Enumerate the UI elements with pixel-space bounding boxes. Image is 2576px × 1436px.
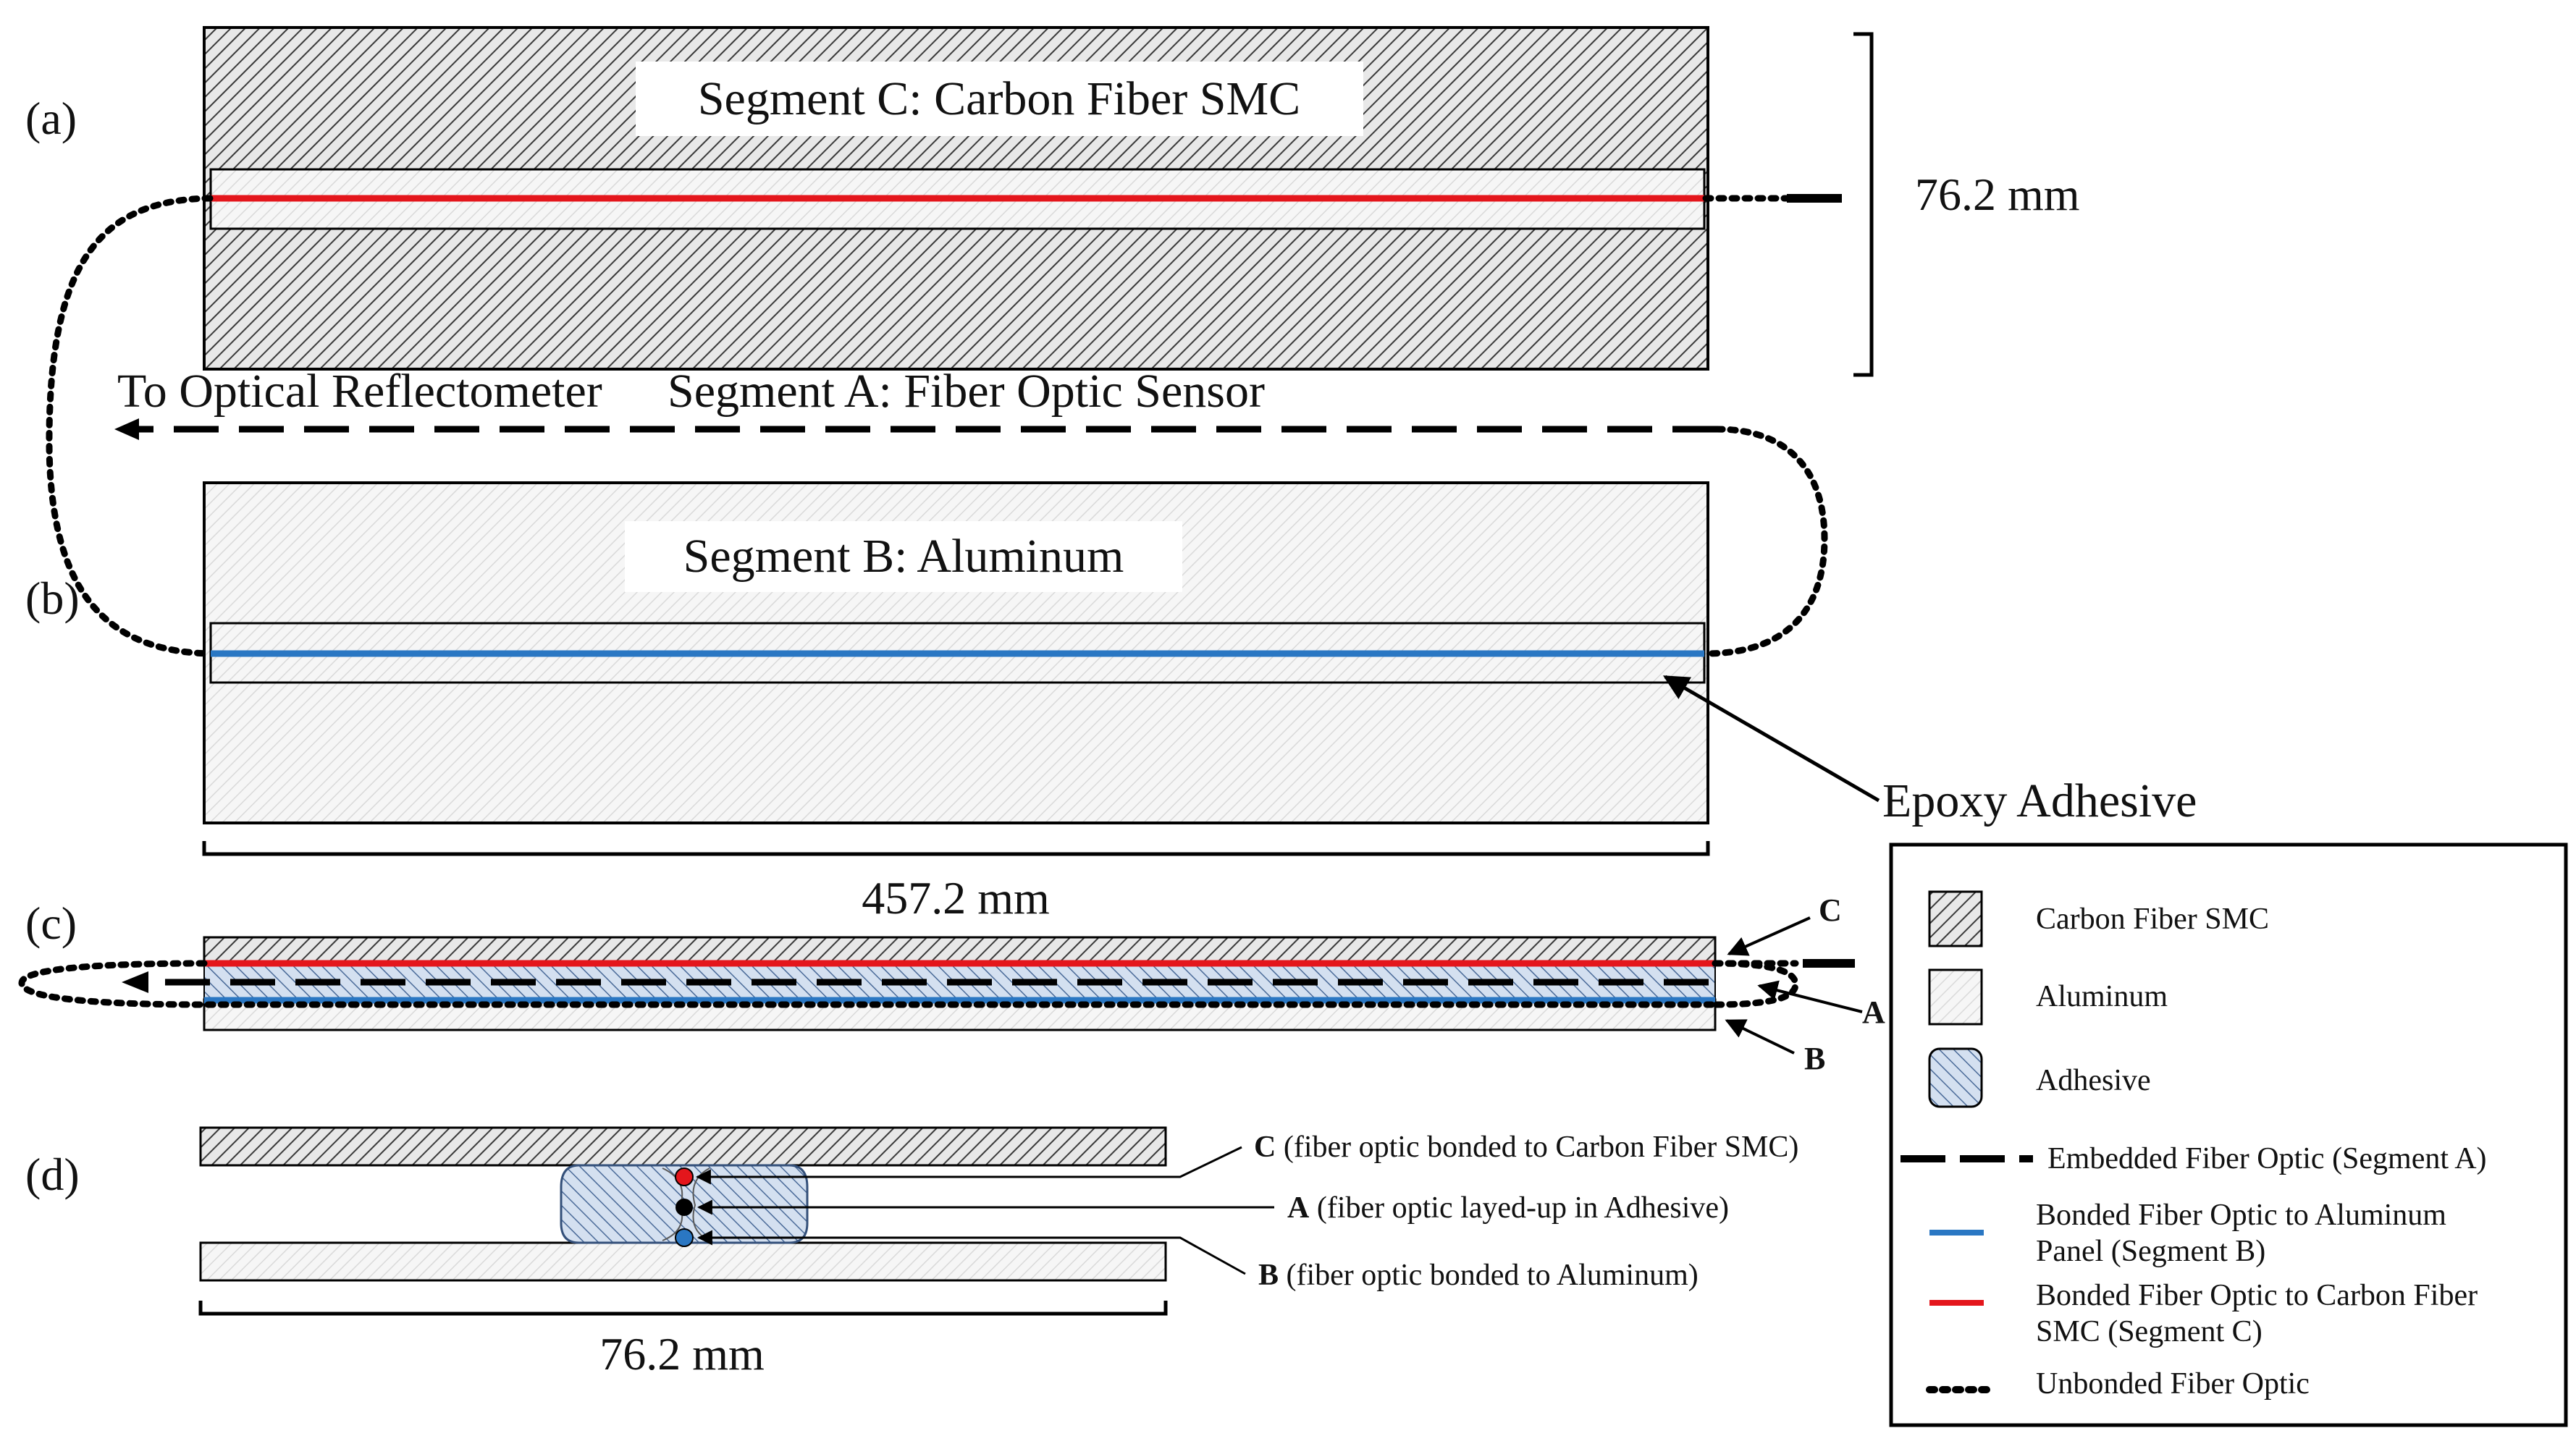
legend-label-adhesive: Adhesive xyxy=(2036,1064,2151,1097)
detail-fiber-b-blue xyxy=(675,1228,694,1247)
cross-section-label-c: C xyxy=(1819,892,1842,928)
legend: Carbon Fiber SMC Aluminum Adhesive Embed… xyxy=(1889,842,2568,1427)
cross-section-leader-c xyxy=(1727,916,1811,956)
width-bracket xyxy=(198,1301,1168,1316)
epoxy-leader-line xyxy=(1662,675,1880,803)
segment-b-label: Segment B: Aluminum xyxy=(683,530,1124,583)
panel-label-a: (a) xyxy=(25,93,77,144)
panel-label-c: (c) xyxy=(25,898,77,949)
height-dimension: 76.2 mm xyxy=(1915,169,2080,220)
unbonded-fiber-loop-left xyxy=(46,195,214,657)
detail-fiber-a-black xyxy=(675,1199,693,1216)
detail-label-b: B (fiber optic bonded to Aluminum) xyxy=(1258,1259,1699,1292)
cross-section-carbon-layer xyxy=(203,936,1717,963)
epoxy-adhesive-label: Epoxy Adhesive xyxy=(1882,774,2197,827)
reflectometer-arrow-icon xyxy=(114,418,139,440)
cross-section-leader-a xyxy=(1757,980,1863,1013)
to-optical-reflectometer-label: To Optical Reflectometer xyxy=(117,365,602,418)
cross-section-leader-b xyxy=(1725,1019,1795,1055)
unbonded-fiber-loop-right xyxy=(1702,426,1828,657)
legend-label-bonded-aluminum: Bonded Fiber Optic to Aluminum Panel (Se… xyxy=(2036,1199,2454,1268)
adhesive-swatch xyxy=(1928,1047,1983,1108)
legend-box xyxy=(1889,842,2568,1427)
detail-carbon-plate xyxy=(199,1126,1167,1167)
detail-leader-b xyxy=(696,1230,1246,1275)
detail-fiber-c-red xyxy=(675,1167,694,1186)
height-bracket xyxy=(1853,32,1874,377)
detail-aluminum-plate xyxy=(199,1241,1167,1282)
segment-c-label-box xyxy=(636,62,1363,136)
cross-section-label-b: B xyxy=(1804,1041,1825,1076)
length-bracket xyxy=(202,841,1710,856)
legend-label-aluminum: Aluminum xyxy=(2036,980,2168,1013)
segment-a-label: Segment A: Fiber Optic Sensor xyxy=(668,365,1265,418)
cross-section-arrow-icon xyxy=(122,971,148,993)
detail-leader-c xyxy=(695,1146,1242,1185)
length-dimension: 457.2 mm xyxy=(862,872,1050,924)
legend-label-embedded: Embedded Fiber Optic (Segment A) xyxy=(2047,1142,2487,1175)
legend-label-carbon: Carbon Fiber SMC xyxy=(2036,903,2269,936)
legend-label-unbonded: Unbonded Fiber Optic xyxy=(2036,1367,2310,1401)
panel-label-b: (b) xyxy=(25,573,80,624)
segment-b-label-box xyxy=(625,521,1182,592)
detail-label-c: C (fiber optic bonded to Carbon Fiber SM… xyxy=(1254,1131,1798,1164)
cross-section-label-a: A xyxy=(1862,994,1885,1030)
segment-c-label: Segment C: Carbon Fiber SMC xyxy=(698,72,1300,125)
detail-label-a: A (fiber optic layed-up in Adhesive) xyxy=(1287,1191,1729,1225)
width-dimension: 76.2 mm xyxy=(599,1328,765,1380)
legend-label-bonded-carbon: Bonded Fiber Optic to Carbon Fiber SMC (… xyxy=(2036,1279,2485,1348)
aluminum-swatch xyxy=(1928,968,1983,1026)
carbon-hatch-swatch xyxy=(1928,890,1983,947)
panel-label-d: (d) xyxy=(25,1149,80,1200)
